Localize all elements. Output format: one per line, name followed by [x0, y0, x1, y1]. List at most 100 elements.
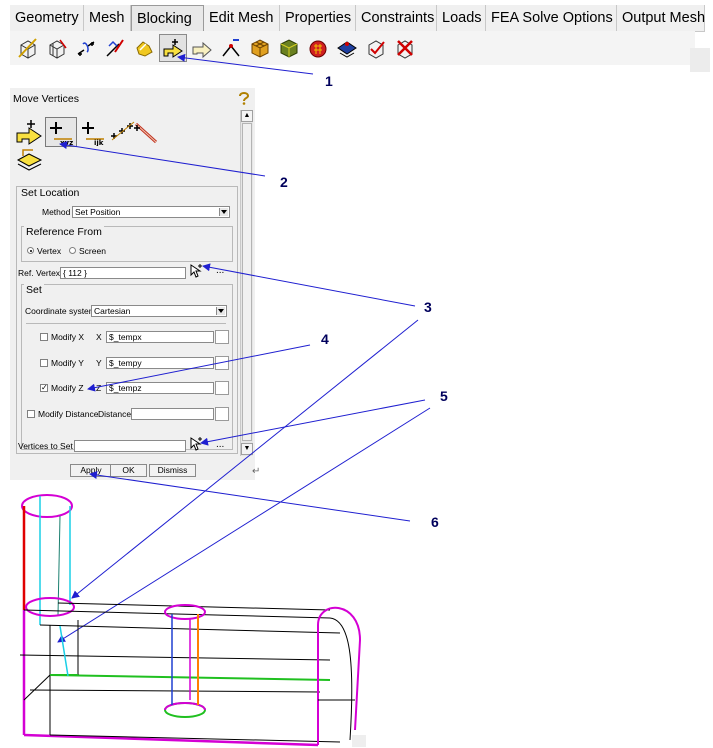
method-label: Method	[42, 207, 71, 217]
modify-z-checkbox[interactable]: ✓	[40, 383, 48, 392]
corner-swatch	[352, 735, 366, 747]
callout-arrow-5a	[200, 399, 426, 446]
panel-scrollbar[interactable]: ▲ ▼	[240, 110, 253, 456]
drag-vertex-icon	[16, 120, 42, 145]
z-variable-button[interactable]	[215, 381, 229, 395]
callout-6: 6	[431, 514, 439, 530]
modify-z-label: Modify Z	[51, 383, 84, 393]
blocking-toolbar	[10, 31, 695, 65]
callout-arrow-1	[177, 53, 314, 75]
edit-edge-icon[interactable]	[217, 34, 245, 62]
modify-y-checkbox[interactable]	[40, 359, 48, 367]
block-checks-icon[interactable]	[333, 34, 361, 62]
callout-2: 2	[280, 174, 288, 190]
z-value-field[interactable]: $_tempz	[106, 382, 214, 394]
move-to-surface-icon	[16, 149, 43, 171]
tab-constraints[interactable]: Constraints	[356, 5, 437, 31]
ref-vertex-more-button[interactable]: ...	[216, 265, 225, 276]
vertex-radio-label: Vertex	[37, 246, 62, 256]
select-cursor-icon[interactable]	[189, 264, 203, 278]
coord-divider	[26, 323, 226, 324]
main-menu-bar: Geometry Mesh Blocking Edit Mesh Propert…	[10, 5, 705, 32]
panel-title: Move Vertices	[13, 93, 79, 105]
move-vertices-panel: Move Vertices xyz ijk Set Location Metho…	[10, 88, 255, 480]
tab-loads[interactable]: Loads	[437, 5, 486, 31]
callout-arrow-5b	[57, 407, 431, 643]
tab-properties[interactable]: Properties	[280, 5, 356, 31]
method-select[interactable]: Set Position	[72, 206, 230, 218]
reference-from-group	[21, 226, 233, 262]
coordinate-system-select[interactable]: Cartesian	[91, 305, 227, 317]
modify-distance-label: Modify Distance	[38, 409, 99, 419]
scroll-down-button[interactable]: ▼	[241, 443, 253, 455]
chevron-down-icon	[218, 309, 224, 313]
tab-geometry[interactable]: Geometry	[10, 5, 84, 31]
check-mark-icon[interactable]	[362, 34, 390, 62]
vertices-to-set-field[interactable]	[74, 440, 186, 452]
align-vertices-icon	[111, 121, 135, 141]
callout-4: 4	[321, 331, 329, 347]
set-label: Set	[24, 284, 44, 296]
vertices-to-set-more-button[interactable]: ...	[216, 439, 225, 450]
edit-block-icon[interactable]	[101, 34, 129, 62]
transform-blocks-icon[interactable]	[188, 34, 216, 62]
callout-1: 1	[325, 73, 333, 89]
chevron-down-icon	[221, 210, 227, 214]
help-icon[interactable]	[238, 91, 250, 105]
distance-variable-button[interactable]	[215, 407, 229, 421]
panel-scroll-area: xyz ijk Set Location Method Set Position…	[12, 110, 238, 456]
pre-mesh-quality-icon[interactable]	[275, 34, 303, 62]
scroll-up-button[interactable]: ▲	[241, 110, 253, 122]
mode-move-to-surface-button[interactable]	[15, 146, 45, 174]
block-wireframe-model	[19, 494, 362, 747]
mode-set-edge-length-button[interactable]	[132, 118, 162, 146]
mode-move-ijk-button[interactable]: ijk	[78, 118, 108, 147]
set-edge-length-icon	[134, 122, 158, 144]
callout-arrow-4	[87, 344, 311, 392]
reference-from-label: Reference From	[24, 226, 104, 238]
screen-radio-label: Screen	[79, 246, 106, 256]
associate-icon[interactable]	[130, 34, 158, 62]
tab-output-mesh[interactable]: Output Mesh	[617, 5, 705, 31]
distance-label: Distance	[98, 409, 132, 419]
merge-vertices-icon[interactable]	[72, 34, 100, 62]
pre-mesh-smooth-icon[interactable]	[304, 34, 332, 62]
ref-vertex-field[interactable]: { 112 }	[60, 267, 186, 279]
modify-y-label: Modify Y	[51, 358, 84, 368]
ok-button[interactable]: OK	[110, 464, 147, 477]
x-value-field[interactable]: $_tempx	[106, 331, 214, 343]
set-location-label: Set Location	[19, 187, 82, 199]
tab-fea-solve-options[interactable]: FEA Solve Options	[486, 5, 617, 31]
vertex-radio[interactable]	[27, 247, 34, 254]
callout-arrow-3a	[202, 263, 416, 307]
y-axis-label: Y	[96, 358, 102, 368]
y-value-field[interactable]: $_tempy	[106, 357, 214, 369]
toolbar-overflow	[690, 48, 710, 72]
callout-arrow-2	[59, 141, 266, 177]
pre-mesh-params-icon[interactable]	[246, 34, 274, 62]
vertices-to-set-label: Vertices to Set	[18, 441, 73, 451]
tab-mesh[interactable]: Mesh	[84, 5, 131, 31]
mode-align-vertices-button[interactable]	[108, 118, 138, 146]
ref-vertex-label: Ref. Vertex	[18, 268, 61, 278]
create-block-icon[interactable]	[14, 34, 42, 62]
set-location-group	[16, 186, 238, 454]
scroll-thumb[interactable]	[242, 123, 252, 441]
delete-block-icon[interactable]	[391, 34, 419, 62]
move-ijk-icon: ijk	[82, 122, 104, 147]
return-glyph: ↵	[252, 466, 261, 477]
callout-5: 5	[440, 388, 448, 404]
tab-edit-mesh[interactable]: Edit Mesh	[204, 5, 280, 31]
tab-blocking[interactable]: Blocking	[131, 5, 204, 31]
modify-x-checkbox[interactable]	[40, 333, 48, 341]
split-block-icon[interactable]	[43, 34, 71, 62]
x-variable-button[interactable]	[215, 330, 229, 344]
mode-drag-vertex-button[interactable]	[15, 118, 45, 146]
svg-text:ijk: ijk	[94, 139, 104, 146]
screen-radio[interactable]	[69, 247, 76, 254]
y-variable-button[interactable]	[215, 356, 229, 370]
dismiss-button[interactable]: Dismiss	[149, 464, 196, 477]
modify-distance-checkbox[interactable]	[27, 410, 35, 418]
distance-field[interactable]	[131, 408, 214, 420]
